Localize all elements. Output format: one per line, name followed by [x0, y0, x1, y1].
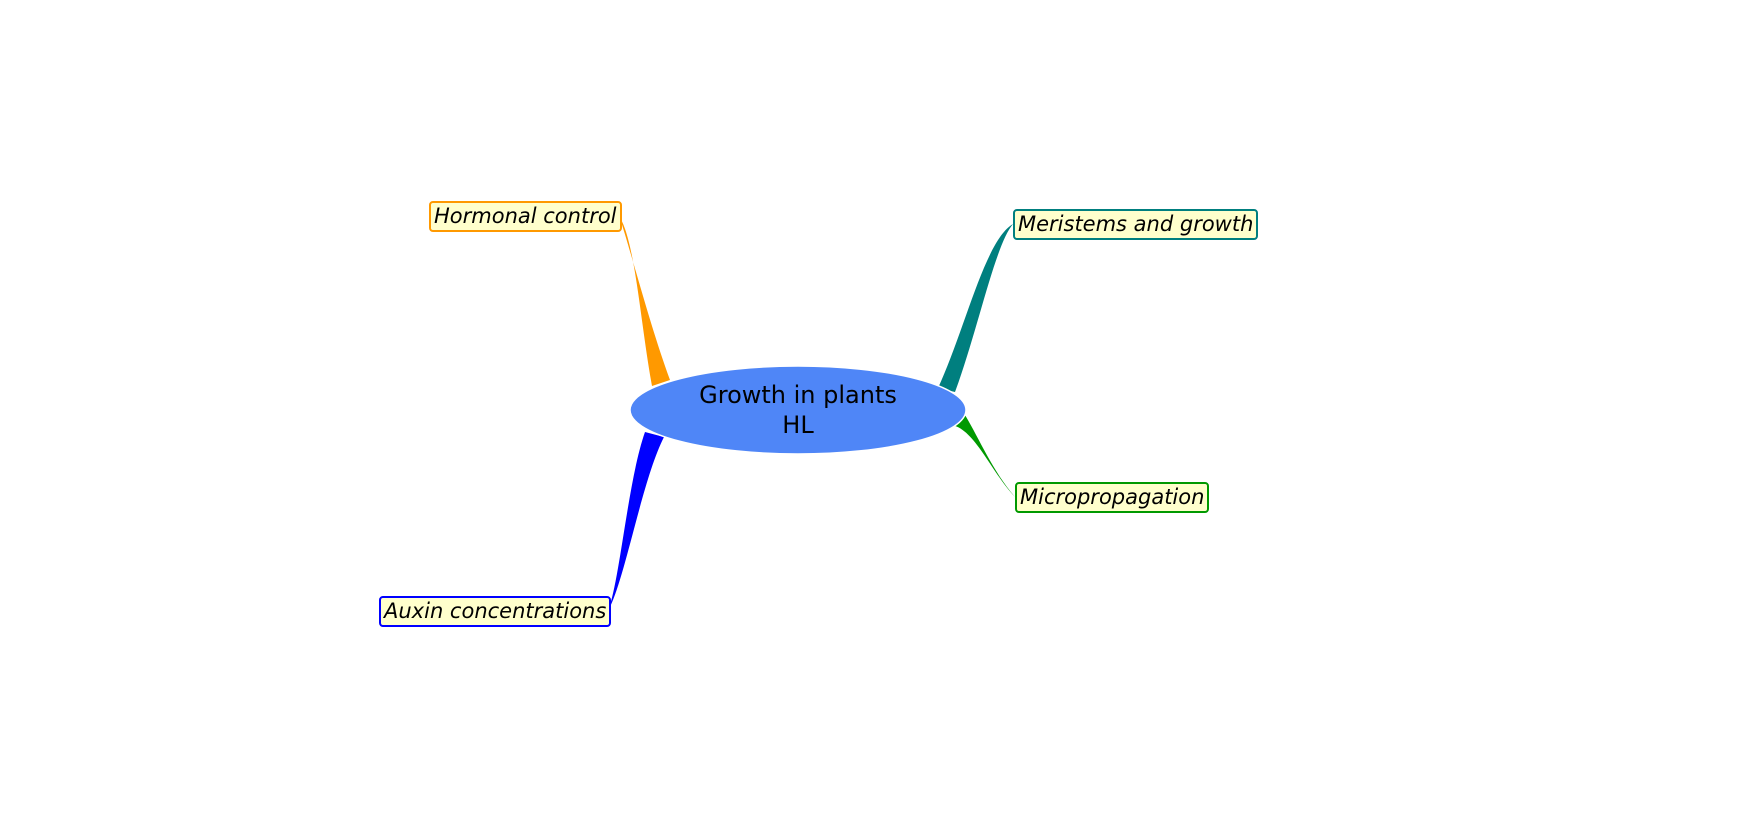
- topic-meristems-and-growth[interactable]: Meristems and growth: [1013, 209, 1259, 240]
- topic-label: Hormonal control: [434, 204, 617, 228]
- topic-label: Micropropagation: [1020, 485, 1205, 509]
- topic-micropropagation[interactable]: Micropropagation: [1015, 482, 1210, 513]
- topic-label: Meristems and growth: [1018, 212, 1254, 236]
- topic-auxin-concentrations[interactable]: Auxin concentrations: [379, 596, 612, 627]
- topic-hormonal-control[interactable]: Hormonal control: [429, 201, 622, 232]
- central-topic-line2: HL: [782, 411, 814, 439]
- branch-hormonal-control: [619, 216, 670, 386]
- central-topic[interactable]: Growth in plants HL: [631, 367, 965, 453]
- topic-label: Auxin concentrations: [384, 599, 607, 623]
- central-topic-shape: [629, 365, 967, 455]
- branch-auxin-concentrations: [608, 432, 664, 611]
- branch-micropropagation: [952, 415, 1015, 497]
- central-topic-line1: Growth in plants: [699, 381, 897, 409]
- branch-meristems-and-growth: [938, 224, 1013, 392]
